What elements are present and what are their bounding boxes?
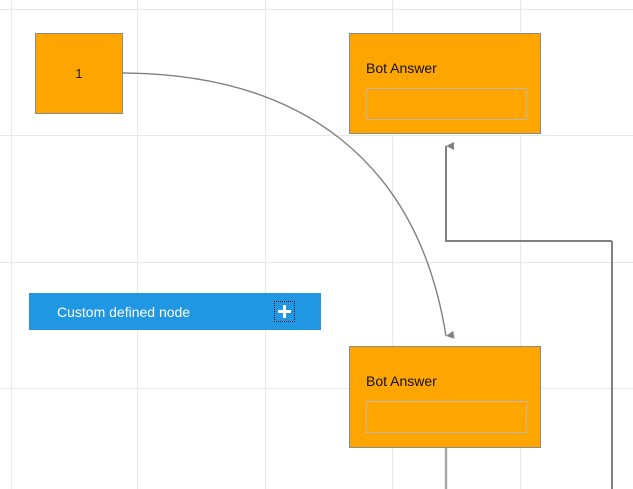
node-start-label: 1 [75,66,83,81]
node-bot-answer-top[interactable]: Bot Answer [349,33,541,134]
node-title: Bot Answer [366,373,437,389]
plus-icon[interactable] [274,301,295,322]
plus-icon-vertical [283,305,286,318]
node-start[interactable]: 1 [35,33,123,114]
node-answer-slot[interactable] [366,401,527,433]
node-title: Bot Answer [366,60,437,76]
custom-defined-node-label: Custom defined node [57,303,191,320]
node-answer-slot[interactable] [366,88,527,120]
node-bot-answer-bottom[interactable]: Bot Answer [349,346,541,448]
edge-loop-to-bot-top[interactable] [445,142,612,242]
custom-defined-node-bar[interactable]: Custom defined node [29,293,321,330]
